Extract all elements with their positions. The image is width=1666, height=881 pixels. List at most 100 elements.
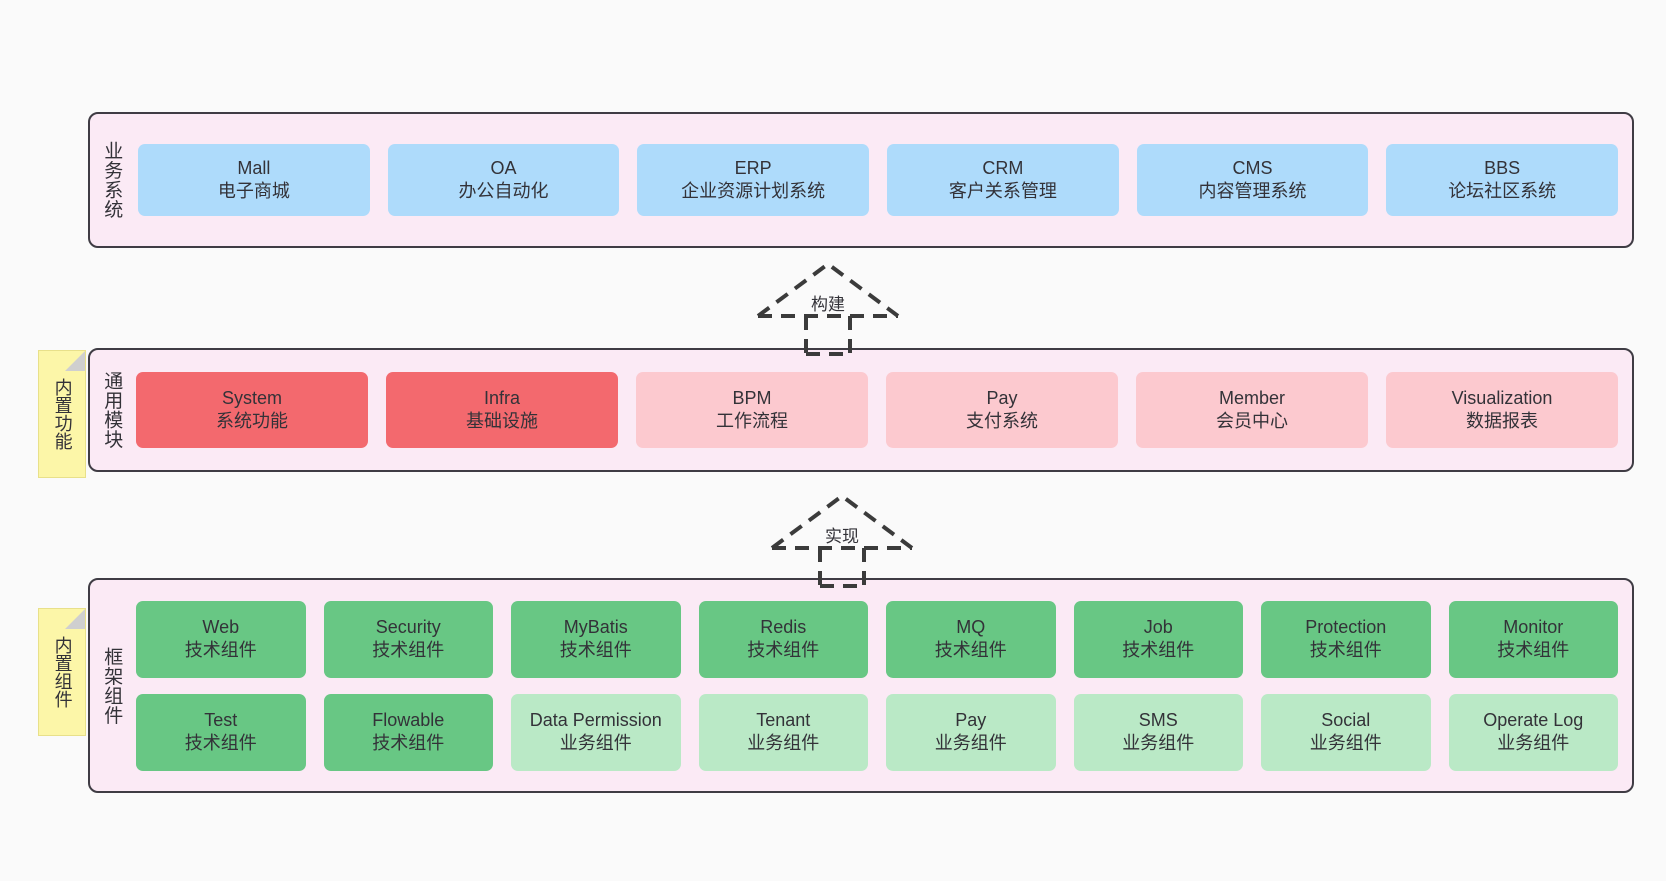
module-name: ERP xyxy=(734,157,772,178)
module-name: Monitor xyxy=(1503,616,1564,637)
layer-common-modules[interactable]: 通用模块 System 系统功能 Infra 基础设施 BPM 工作流程 Pay… xyxy=(88,348,1634,472)
module-name: Job xyxy=(1143,616,1173,637)
arrow-build-shape xyxy=(756,261,900,356)
module-card-erp[interactable]: ERP 企业资源计划系统 xyxy=(637,144,870,216)
module-desc: 办公自动化 xyxy=(458,181,549,201)
layer-framework-components[interactable]: 框架组件 Web 技术组件 Security 技术组件 MyBatis 技术组件… xyxy=(88,578,1634,793)
module-desc: 业务组件 xyxy=(934,733,1007,753)
module-desc: 内容管理系统 xyxy=(1198,181,1307,201)
module-card-tenant[interactable]: Tenant 业务组件 xyxy=(698,693,868,771)
module-card-social[interactable]: Social 业务组件 xyxy=(1261,693,1431,771)
layer-row: Test 技术组件 Flowable 技术组件 Data Permission … xyxy=(136,693,1618,771)
module-name: MQ xyxy=(956,616,986,637)
module-desc: 技术组件 xyxy=(184,733,257,753)
module-card-visualization[interactable]: Visualization 数据报表 xyxy=(1386,372,1618,448)
module-card-monitor[interactable]: Monitor 技术组件 xyxy=(1448,600,1618,678)
module-card-sms[interactable]: SMS 业务组件 xyxy=(1073,693,1243,771)
arrow-realize: 实现 xyxy=(762,488,922,588)
module-name: OA xyxy=(490,157,517,178)
module-name: BPM xyxy=(732,387,772,408)
module-desc: 技术组件 xyxy=(747,640,820,660)
module-desc: 技术组件 xyxy=(372,640,445,660)
module-card-member[interactable]: Member 会员中心 xyxy=(1136,372,1368,448)
module-name: Operate Log xyxy=(1483,709,1584,730)
module-name: Visualization xyxy=(1451,387,1553,408)
module-desc: 技术组件 xyxy=(1497,640,1570,660)
module-desc: 技术组件 xyxy=(1309,640,1382,660)
module-desc: 技术组件 xyxy=(1122,640,1195,660)
module-desc: 基础设施 xyxy=(466,411,538,431)
module-desc: 业务组件 xyxy=(1309,733,1382,753)
module-card-infra[interactable]: Infra 基础设施 xyxy=(386,372,618,448)
layer-body-framework: Web 技术组件 Security 技术组件 MyBatis 技术组件 Redi… xyxy=(132,580,1632,791)
module-card-redis[interactable]: Redis 技术组件 xyxy=(698,600,868,678)
module-card-bbs[interactable]: BBS 论坛社区系统 xyxy=(1386,144,1619,216)
module-name: SMS xyxy=(1138,709,1178,730)
layer-row: Mall 电子商城 OA 办公自动化 ERP 企业资源计划系统 CRM 客户关系… xyxy=(138,144,1619,216)
module-desc: 技术组件 xyxy=(184,640,257,660)
arrow-realize-shape xyxy=(770,493,914,588)
arrow-build: 构建 xyxy=(748,256,908,356)
layer-row: System 系统功能 Infra 基础设施 BPM 工作流程 Pay 支付系统… xyxy=(136,372,1618,448)
module-card-flowable[interactable]: Flowable 技术组件 xyxy=(323,693,493,771)
module-name: Web xyxy=(202,616,240,637)
module-name: Member xyxy=(1218,387,1285,408)
module-card-job[interactable]: Job 技术组件 xyxy=(1073,600,1243,678)
layer-body-business: Mall 电子商城 OA 办公自动化 ERP 企业资源计划系统 CRM 客户关系… xyxy=(132,114,1632,246)
module-desc: 会员中心 xyxy=(1216,411,1288,431)
arrow-realize-label: 实现 xyxy=(825,527,859,546)
module-card-operate-log[interactable]: Operate Log 业务组件 xyxy=(1448,693,1618,771)
layer-title-common: 通用模块 xyxy=(101,371,123,449)
module-desc: 技术组件 xyxy=(372,733,445,753)
module-desc: 论坛社区系统 xyxy=(1448,181,1557,201)
layer-business-systems[interactable]: 业务系统 Mall 电子商城 OA 办公自动化 ERP 企业资源计划系统 CRM… xyxy=(88,112,1634,248)
module-name: Flowable xyxy=(372,709,445,730)
module-desc: 企业资源计划系统 xyxy=(681,181,826,201)
module-card-data-permission[interactable]: Data Permission 业务组件 xyxy=(511,693,681,771)
module-card-pay[interactable]: Pay 支付系统 xyxy=(886,372,1118,448)
module-desc: 支付系统 xyxy=(966,411,1038,431)
module-desc: 数据报表 xyxy=(1466,411,1538,431)
module-name: CMS xyxy=(1232,157,1273,178)
module-desc: 系统功能 xyxy=(216,411,288,431)
module-card-cms[interactable]: CMS 内容管理系统 xyxy=(1136,144,1369,216)
module-card-protection[interactable]: Protection 技术组件 xyxy=(1261,600,1431,678)
module-name: Tenant xyxy=(756,709,811,730)
module-name: Infra xyxy=(483,387,521,408)
module-name: Pay xyxy=(986,387,1018,408)
module-name: Protection xyxy=(1305,616,1387,637)
module-name: BBS xyxy=(1484,157,1521,178)
module-name: CRM xyxy=(982,157,1024,178)
layer-row: Web 技术组件 Security 技术组件 MyBatis 技术组件 Redi… xyxy=(136,600,1618,678)
module-desc: 业务组件 xyxy=(747,733,820,753)
module-card-mybatis[interactable]: MyBatis 技术组件 xyxy=(511,600,681,678)
module-name: Security xyxy=(375,616,441,637)
module-desc: 技术组件 xyxy=(559,640,632,660)
module-name: MyBatis xyxy=(563,616,628,637)
module-card-system[interactable]: System 系统功能 xyxy=(136,372,368,448)
module-desc: 电子商城 xyxy=(217,181,290,201)
layer-body-common: System 系统功能 Infra 基础设施 BPM 工作流程 Pay 支付系统… xyxy=(132,350,1632,470)
sticky-note-builtin-features: 内置功能 xyxy=(38,350,86,478)
module-card-crm[interactable]: CRM 客户关系管理 xyxy=(887,144,1119,216)
module-card-bpm[interactable]: BPM 工作流程 xyxy=(636,372,868,448)
module-card-oa[interactable]: OA 办公自动化 xyxy=(387,144,620,216)
arrow-build-label: 构建 xyxy=(811,295,845,314)
module-desc: 工作流程 xyxy=(716,411,788,431)
module-card-mq[interactable]: MQ 技术组件 xyxy=(886,600,1056,678)
module-name: Mall xyxy=(237,157,271,178)
module-card-security[interactable]: Security 技术组件 xyxy=(323,600,493,678)
module-name: Redis xyxy=(760,616,807,637)
module-desc: 业务组件 xyxy=(1497,733,1570,753)
module-card-test[interactable]: Test 技术组件 xyxy=(136,693,306,771)
module-name: Social xyxy=(1321,709,1371,730)
module-name: System xyxy=(221,387,282,408)
module-name: Pay xyxy=(955,709,987,730)
module-name: Test xyxy=(204,709,238,730)
module-desc: 客户关系管理 xyxy=(948,181,1057,201)
module-card-pay-biz[interactable]: Pay 业务组件 xyxy=(886,693,1056,771)
layer-title-framework: 框架组件 xyxy=(101,646,123,725)
module-card-mall[interactable]: Mall 电子商城 xyxy=(138,144,370,216)
module-card-web[interactable]: Web 技术组件 xyxy=(136,600,306,678)
